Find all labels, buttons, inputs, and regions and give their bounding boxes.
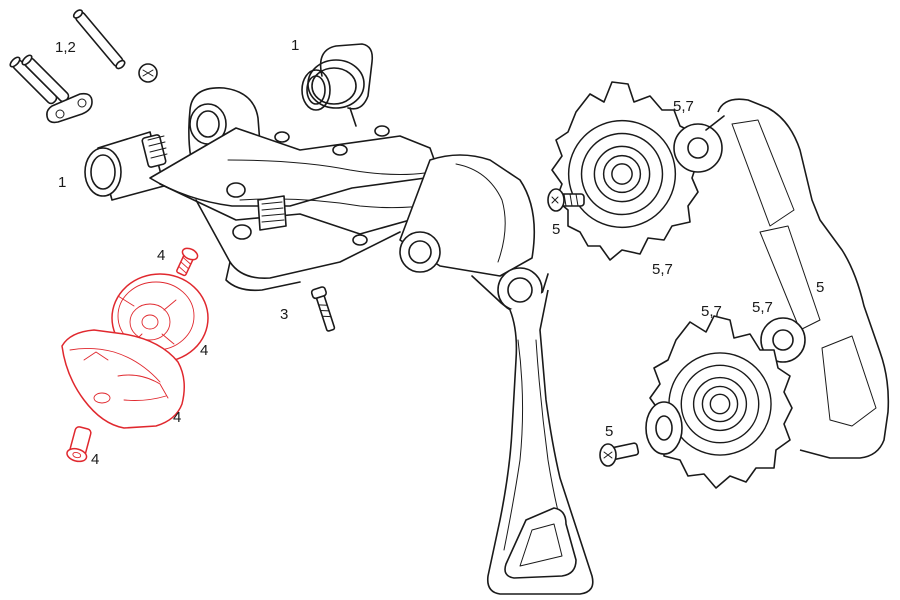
upper-jockey-wheel	[551, 81, 723, 261]
callout-label: 5	[605, 423, 614, 440]
spring-and-washer	[301, 43, 374, 127]
cage-plate	[705, 98, 890, 459]
callout-label: 4	[200, 342, 209, 359]
cover-nut-highlighted	[66, 426, 92, 463]
callout-label: 4	[157, 247, 166, 264]
center-bolt	[310, 285, 339, 334]
callout-label: 5,7	[701, 303, 722, 320]
cover-bolt-highlighted	[176, 247, 199, 277]
callout-label: 1,2	[55, 39, 76, 56]
lower-jockey-bolt	[599, 442, 640, 467]
callout-label: 4	[91, 451, 100, 468]
upper-jockey-bolt	[547, 188, 585, 212]
callout-label: 5,7	[673, 98, 694, 115]
callout-label: 5	[552, 221, 561, 238]
link-plate	[46, 92, 93, 124]
callout-label: 1	[58, 174, 67, 191]
pin-long	[72, 9, 126, 70]
small-screw-head	[138, 63, 158, 83]
hanger-arm	[486, 289, 594, 595]
callout-label: 5	[816, 279, 825, 296]
lower-washer	[645, 401, 683, 455]
callout-label: 3	[280, 306, 289, 323]
callout-label: 5,7	[752, 299, 773, 316]
callout-label: 5,7	[652, 261, 673, 278]
pin-pair	[9, 54, 70, 105]
derailleur-body	[149, 87, 549, 313]
callout-label: 1	[291, 37, 300, 54]
cover-plate-highlighted	[61, 329, 185, 429]
callout-label: 4	[173, 409, 182, 426]
pivot-sleeve	[84, 131, 168, 201]
